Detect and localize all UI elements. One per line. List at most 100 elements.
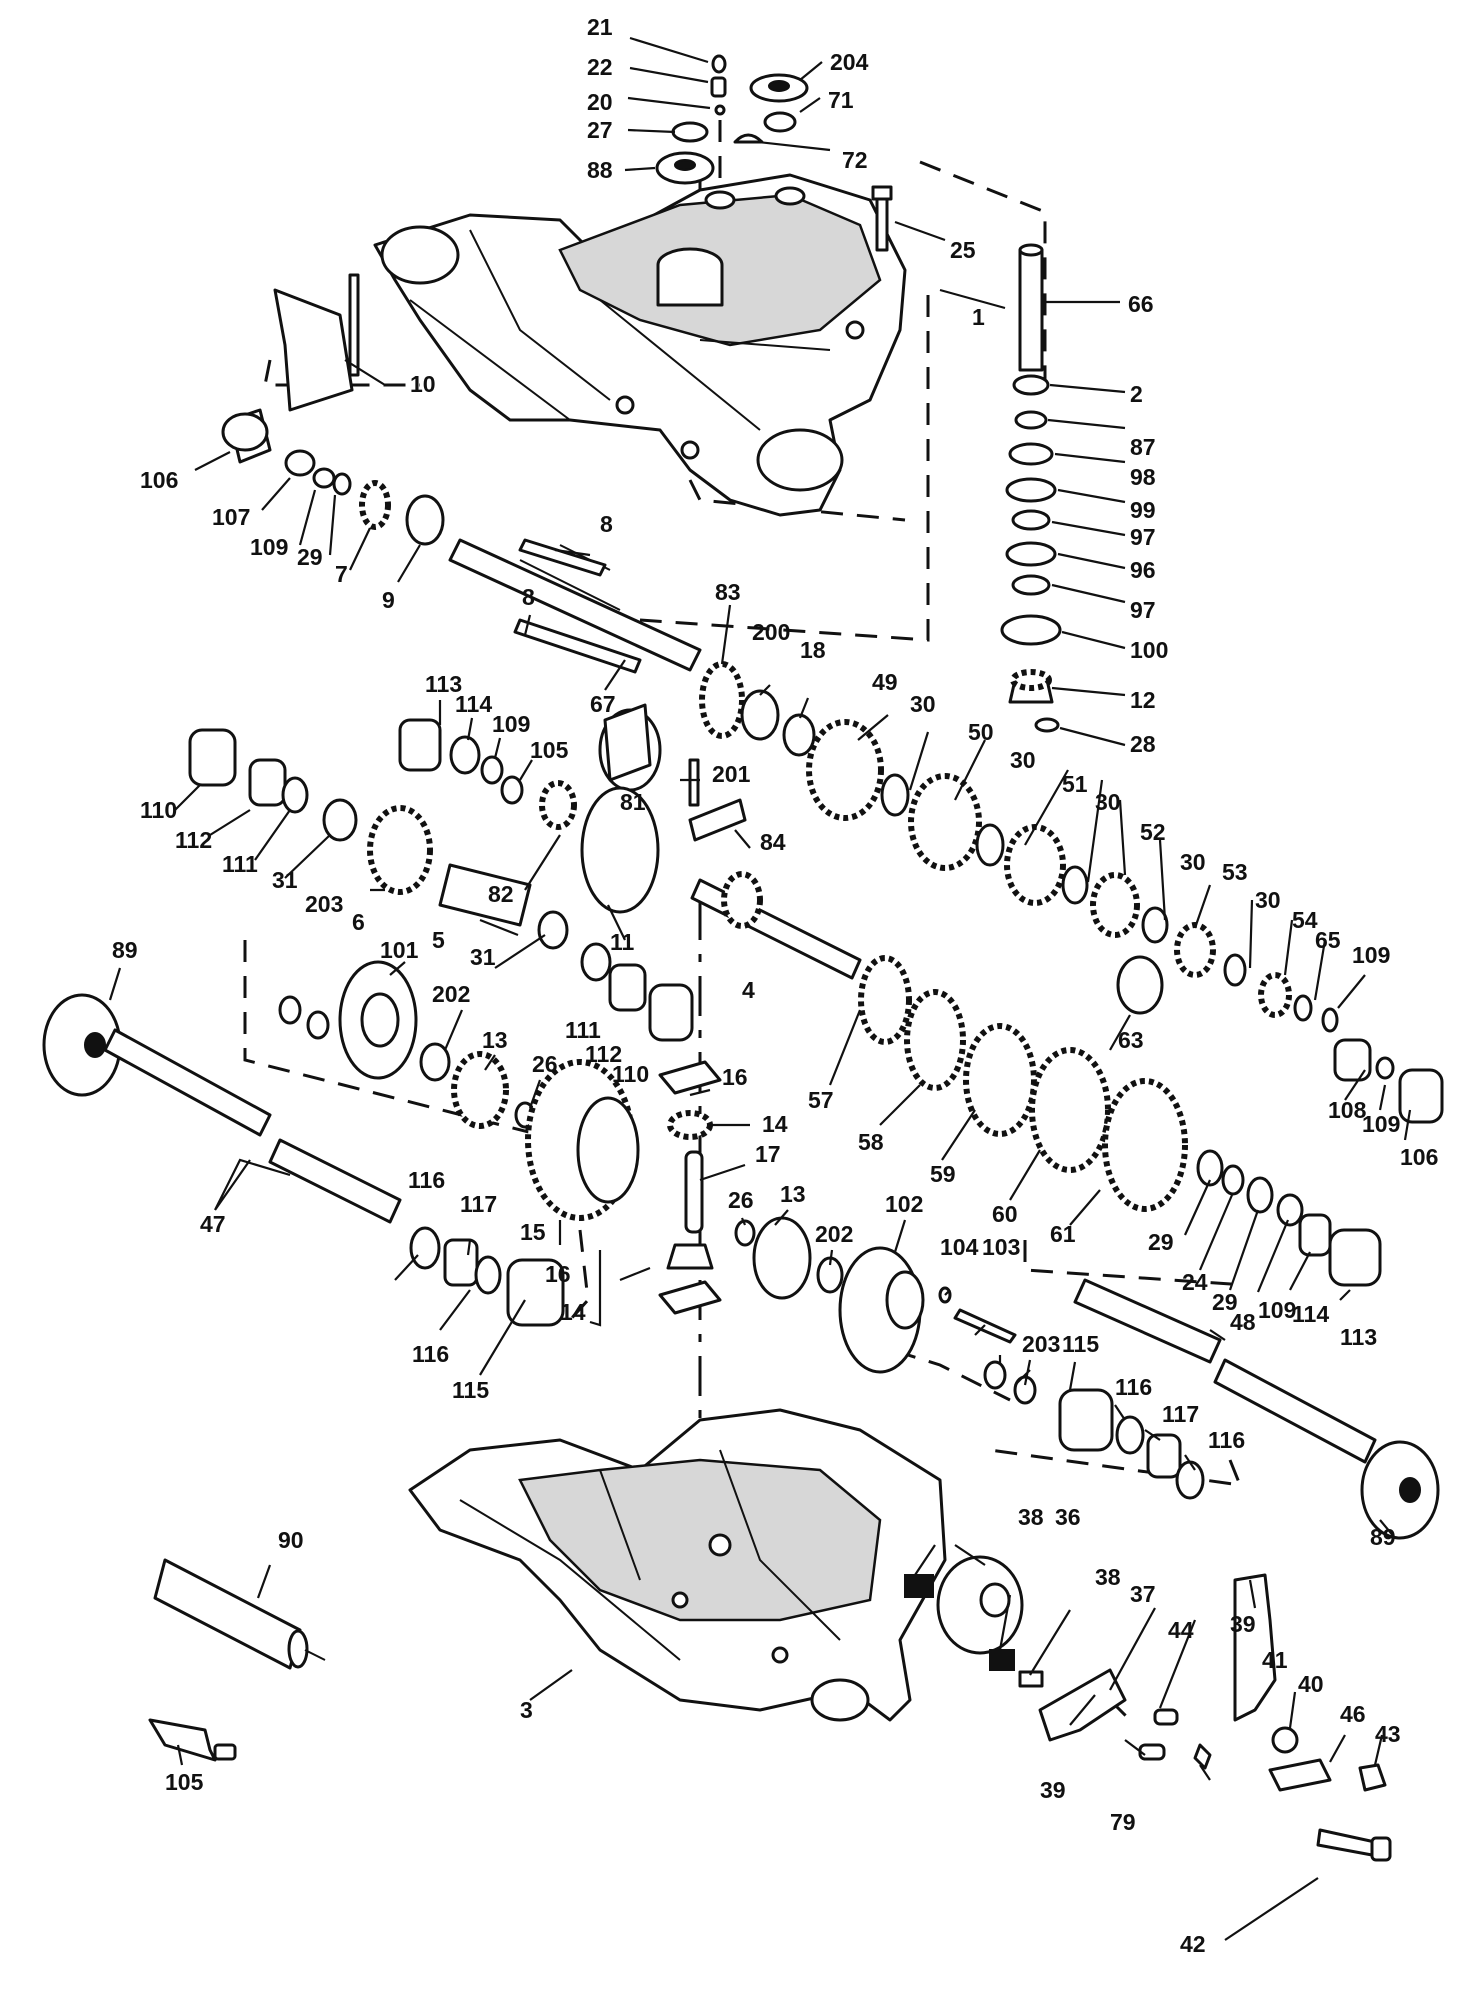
callout-label: 11 bbox=[610, 929, 635, 955]
shaft-67 bbox=[448, 538, 702, 674]
callout-label: 14 bbox=[560, 1299, 586, 1325]
callout-label: 108 bbox=[1328, 1097, 1367, 1123]
callout-label: 203 bbox=[1022, 1331, 1060, 1357]
callout-label: 46 bbox=[1340, 1701, 1366, 1727]
callout-label: 90 bbox=[278, 1527, 304, 1553]
callout-label: 21 bbox=[587, 14, 613, 40]
callout-label: 8 bbox=[522, 584, 535, 610]
callout-label: 38 bbox=[1095, 1564, 1121, 1590]
upper-gear-row bbox=[699, 661, 1339, 1033]
callout-label: 49 bbox=[872, 669, 898, 695]
callout-label: 30 bbox=[1095, 789, 1121, 815]
callout-label: 116 bbox=[1208, 1427, 1245, 1453]
callout-label: 57 bbox=[808, 1087, 834, 1113]
callout-label: 41 bbox=[1262, 1647, 1288, 1673]
callout-label: 109 bbox=[1352, 942, 1390, 968]
right-axle bbox=[1073, 1278, 1440, 1540]
callout-label: 97 bbox=[1130, 524, 1156, 550]
callout-label: 22 bbox=[587, 54, 613, 80]
callout-label: 30 bbox=[910, 691, 936, 717]
callout-label: 7 bbox=[335, 561, 348, 587]
callout-label: 112 bbox=[175, 827, 212, 853]
callout-label: 87 bbox=[1130, 434, 1156, 460]
left-upper-parts bbox=[221, 273, 445, 546]
callout-label: 109 bbox=[250, 534, 288, 560]
callout-label: 107 bbox=[212, 504, 250, 530]
callout-label: 71 bbox=[828, 87, 854, 113]
callout-label: 115 bbox=[452, 1377, 489, 1403]
callout-label: 112 bbox=[585, 1041, 622, 1067]
callout-label: 47 bbox=[200, 1211, 226, 1237]
callout-label: 81 bbox=[620, 789, 646, 815]
callout-label: 30 bbox=[1180, 849, 1206, 875]
callout-label: 12 bbox=[1130, 687, 1156, 713]
callout-label: 204 bbox=[830, 49, 869, 75]
callout-label: 1 bbox=[972, 304, 985, 330]
callout-label: 30 bbox=[1010, 747, 1036, 773]
right-differential bbox=[734, 1216, 1205, 1500]
callout-label: 3 bbox=[520, 1697, 533, 1723]
callout-label: 116 bbox=[412, 1341, 449, 1367]
callout-label: 106 bbox=[140, 467, 178, 493]
callout-label: 116 bbox=[1115, 1374, 1152, 1400]
callout-label: 111 bbox=[222, 851, 258, 877]
callout-label: 60 bbox=[992, 1201, 1018, 1227]
lower-bracket-parts bbox=[904, 1555, 1392, 1862]
callout-label: 43 bbox=[1375, 1721, 1401, 1747]
callout-label: 117 bbox=[1162, 1401, 1199, 1427]
callout-label: 8 bbox=[600, 511, 613, 537]
callout-label: 114 bbox=[1292, 1301, 1329, 1327]
callout-label: 116 bbox=[408, 1167, 445, 1193]
callout-label: 89 bbox=[1370, 1524, 1396, 1550]
callout-label: 115 bbox=[1062, 1331, 1099, 1357]
callout-label: 98 bbox=[1130, 464, 1156, 490]
callout-labels: 21 22 20 27 88 204 71 72 25 66 1 2 87 98… bbox=[112, 14, 1438, 1957]
callout-label: 200 bbox=[752, 619, 790, 645]
callout-label: 13 bbox=[482, 1027, 508, 1053]
right-bearing-cluster bbox=[1196, 1038, 1444, 1287]
callout-label: 37 bbox=[1130, 1581, 1156, 1607]
callout-label: 201 bbox=[712, 761, 751, 787]
callout-label: 14 bbox=[762, 1111, 788, 1137]
callout-label: 25 bbox=[950, 237, 976, 263]
callout-label: 39 bbox=[1230, 1611, 1256, 1637]
callout-label: 15 bbox=[520, 1219, 546, 1245]
callout-label: 13 bbox=[780, 1181, 806, 1207]
callout-label: 31 bbox=[470, 944, 496, 970]
callout-label: 9 bbox=[382, 587, 395, 613]
callout-label: 97 bbox=[1130, 597, 1156, 623]
callout-label: 109 bbox=[492, 711, 530, 737]
callout-label: 48 bbox=[1230, 1309, 1256, 1335]
callout-label: 117 bbox=[460, 1191, 497, 1217]
callout-label: 30 bbox=[1255, 887, 1281, 913]
callout-label: 65 bbox=[1315, 927, 1341, 953]
lower-housing bbox=[408, 1408, 947, 1722]
left-axle bbox=[42, 993, 565, 1327]
callout-label: 5 bbox=[432, 927, 445, 953]
callout-label: 96 bbox=[1130, 557, 1156, 583]
callout-label: 104 bbox=[940, 1234, 979, 1260]
callout-label: 42 bbox=[1180, 1931, 1206, 1957]
shaft-4 bbox=[580, 871, 1164, 1042]
callout-label: 114 bbox=[455, 691, 492, 717]
callout-label: 51 bbox=[1062, 771, 1088, 797]
left-differential bbox=[278, 960, 640, 1221]
callout-label: 29 bbox=[1212, 1289, 1238, 1315]
callout-label: 29 bbox=[297, 544, 323, 570]
callout-label: 203 bbox=[305, 891, 343, 917]
callout-label: 202 bbox=[815, 1221, 853, 1247]
left-mid-parts bbox=[188, 703, 747, 950]
callout-label: 66 bbox=[1128, 291, 1154, 317]
callout-label: 50 bbox=[968, 719, 994, 745]
callout-label: 102 bbox=[885, 1191, 923, 1217]
callout-label: 61 bbox=[1050, 1221, 1076, 1247]
callout-label: 111 bbox=[565, 1017, 601, 1043]
callout-label: 28 bbox=[1130, 731, 1156, 757]
callout-label: 113 bbox=[425, 671, 462, 697]
differential-gears bbox=[858, 955, 1188, 1212]
callout-label: 83 bbox=[715, 579, 741, 605]
top-small-parts bbox=[655, 54, 893, 252]
sealant-tubes bbox=[148, 1558, 326, 1762]
callout-label: 84 bbox=[760, 829, 786, 855]
